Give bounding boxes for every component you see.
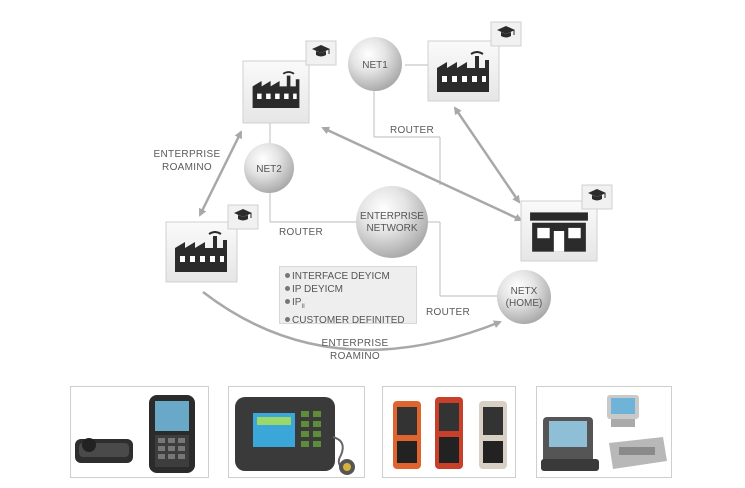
feature-text: CUSTOMER DEFINITED (292, 315, 405, 326)
net2-label: NET2 (256, 164, 282, 175)
feature-item: IP DEYICM (285, 283, 412, 296)
feature-text: INTERFACE DEYICM (292, 271, 390, 282)
bullet-icon (285, 317, 290, 322)
netx-label-1: NETX (511, 286, 538, 297)
device-photo-handheld-terminal (228, 386, 365, 478)
roaming-label-left-2: ROAMINO (162, 162, 212, 173)
feature-text: IP (292, 297, 302, 308)
feature-subscript: II (301, 304, 305, 310)
device-photo-pos-terminals (536, 386, 672, 478)
net1-node: NET1 (348, 37, 402, 91)
net2-node: NET2 (244, 143, 294, 193)
net1-label: NET1 (362, 60, 388, 71)
roaming-label-bottom-2: ROAMINO (330, 351, 380, 362)
device-photo-rugged-phone (70, 386, 209, 478)
feature-item: CUSTOMER DEFINITED (285, 314, 412, 327)
feature-list: INTERFACE DEYICM IP DEYICM IPII CUSTOMER… (279, 266, 417, 327)
netx-label-2: (HOME) (506, 298, 543, 309)
bullet-icon (285, 286, 290, 291)
bullet-icon (285, 299, 290, 304)
building-left (165, 204, 259, 283)
enterprise-network-label-1: ENTERPRISE (360, 211, 424, 222)
enterprise-network-label-2: NETWORK (366, 223, 417, 234)
feature-text: IP DEYICM (292, 284, 343, 295)
building-right-store (520, 184, 613, 262)
netx-node: NETX (HOME) (497, 270, 551, 324)
enterprise-network-node: ENTERPRISE NETWORK (356, 186, 428, 258)
store-icon (530, 212, 588, 252)
feature-item: IPII (285, 296, 412, 314)
roaming-label-left-1: ENTERPRISE (154, 149, 221, 160)
bullet-icon (285, 273, 290, 278)
router-label-left: ROUTER (279, 227, 323, 238)
building-top-right (427, 21, 522, 102)
device-photo-test-instruments (382, 386, 516, 478)
router-label-bottom: ROUTER (426, 307, 470, 318)
feature-item: INTERFACE DEYICM (285, 270, 412, 283)
router-label-top: ROUTER (390, 125, 434, 136)
roaming-arrows (198, 106, 523, 352)
building-top-left (242, 40, 337, 124)
roaming-label-bottom-1: ENTERPRISE (322, 338, 389, 349)
